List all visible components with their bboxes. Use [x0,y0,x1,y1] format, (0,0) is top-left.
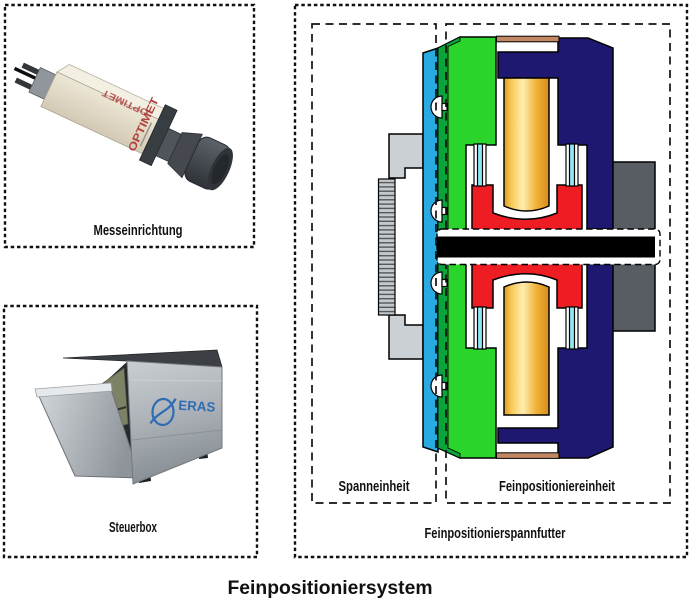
actuator-lower [471,262,583,309]
actuator-upper [471,184,583,231]
workpiece-shaft [437,236,655,258]
sensor-subtext-line [139,122,153,147]
chuck-cross-section [377,35,656,459]
brushed-metal-streak [131,429,223,441]
sensor-lens-cone [167,132,203,179]
measurement-unit-label: Messeinrichtung [94,223,183,239]
detent-pin-icon [441,381,448,391]
flexure-strip [476,306,484,350]
chuck-label: Feinpositionierspannfutter [425,526,566,542]
control-box-photo: ERAS [34,349,223,485]
brushed-metal-streak [130,379,223,382]
sensor-pin-icon [13,66,39,82]
detent-pin-icon [441,102,448,112]
ribbed-spring [377,178,396,316]
control-unit-box-border [2,304,259,559]
eras-logo-slash-icon [149,398,177,424]
eras-brand-text: ERAS [178,398,216,415]
clamp-unit-label: Spanneinheit [339,479,410,495]
sensor-lens-glass-icon [211,153,230,185]
flexure-hinges [473,143,579,350]
detent-pin-icon [441,278,448,288]
frame-navy-lower [497,263,614,459]
system-label: Feinpositioniersystem [228,578,433,599]
chuck-outer-box-border [293,3,689,559]
clamp-unit-box-border [311,23,437,504]
controlbox-flap-rolled-edge [34,382,113,398]
control-unit-label: Steuerbox [109,520,157,536]
flexure-strip [568,143,576,187]
detent-pin-icon [441,206,448,216]
flexure-strip [476,143,484,187]
clamp-rail [422,46,439,454]
controlbox-front-face [126,360,223,485]
sensor-photo: OPTIMET OPTIMET [13,62,233,191]
piezo-stack-lower [503,281,550,416]
spacer-top [496,35,560,43]
spacer-bottom [496,452,560,459]
fine-positioning-unit-label: Feinpositioniereinheit [499,479,615,495]
eras-logo-circle-icon [151,397,175,427]
flexure-strip [568,306,576,350]
piezo-stack-upper [503,77,550,212]
eras-logo: ERAS [149,397,216,427]
